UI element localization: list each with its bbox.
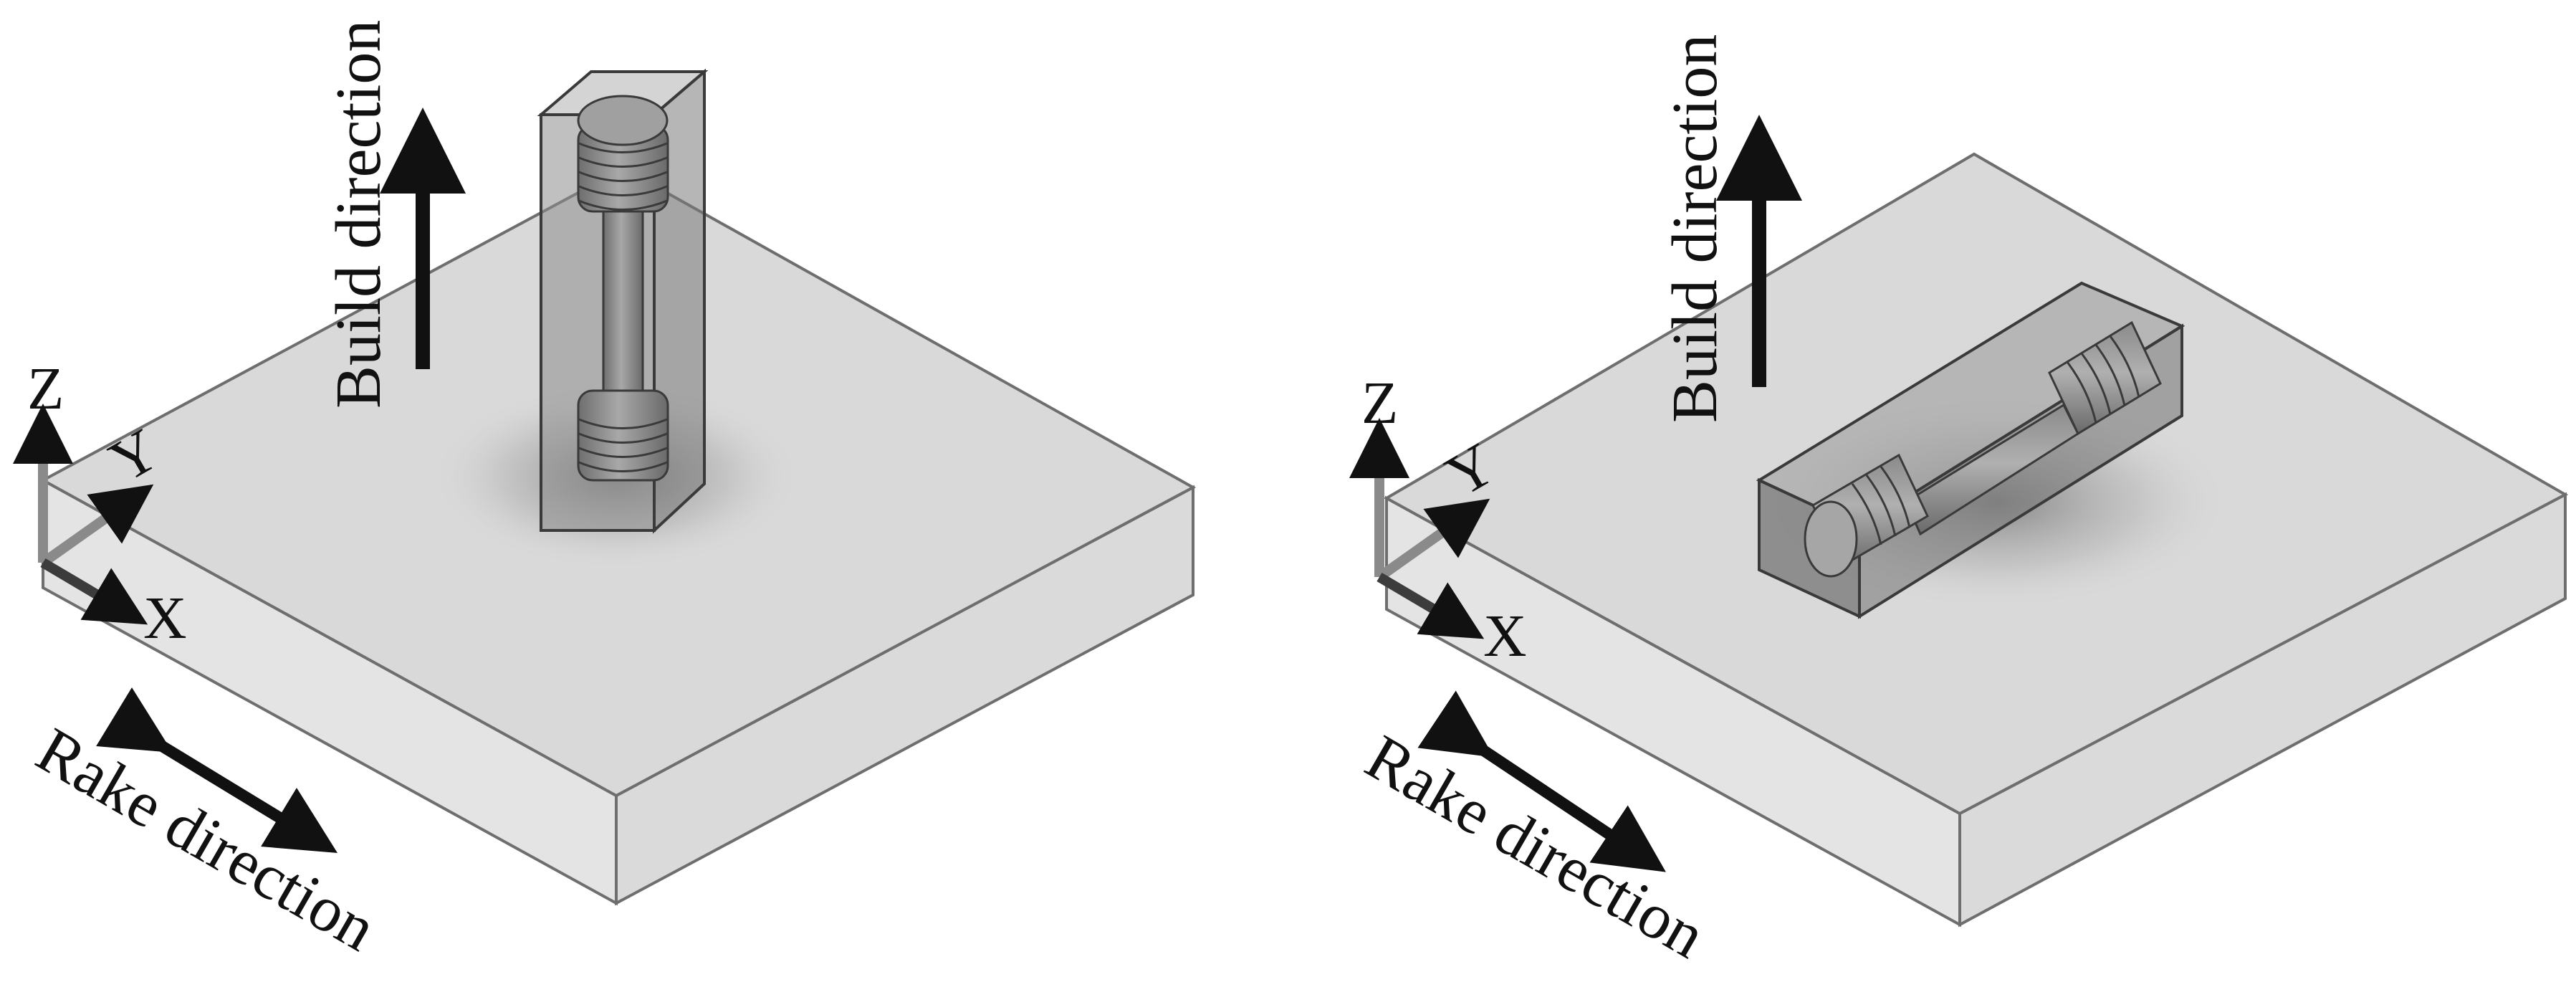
specimen-top-face — [577, 95, 669, 146]
build-direction-label: Build direction — [1660, 34, 1730, 423]
axis-z-label: Z — [27, 356, 64, 422]
panel-horizontal: Build direction Z Y X Rake direction — [1349, 34, 2569, 972]
rake-direction-label: Rake direction — [25, 715, 388, 965]
rake-direction-arrow — [96, 687, 338, 853]
specimen-bottom-grip — [577, 389, 669, 482]
axis-x-label: X — [1483, 603, 1527, 669]
left-thread-lines — [1851, 466, 1911, 545]
top-thread-lines — [578, 142, 668, 211]
right-thread-lines — [2066, 335, 2140, 424]
vertical-specimen — [537, 68, 709, 534]
rake-direction-arrow — [1417, 690, 1666, 872]
specimen-gauge — [602, 210, 644, 392]
panel-vertical: Build direction Z Y X Rake direction — [13, 20, 1197, 965]
axis-x-label: X — [143, 585, 187, 652]
horizontal-specimen — [1756, 281, 2185, 619]
build-direction-label: Build direction — [323, 20, 394, 409]
axis-z-label: Z — [1361, 370, 1398, 437]
specimen-right-grip — [2048, 320, 2162, 436]
specimen-end-face — [1804, 500, 1858, 578]
bottom-thread-lines — [578, 418, 668, 472]
